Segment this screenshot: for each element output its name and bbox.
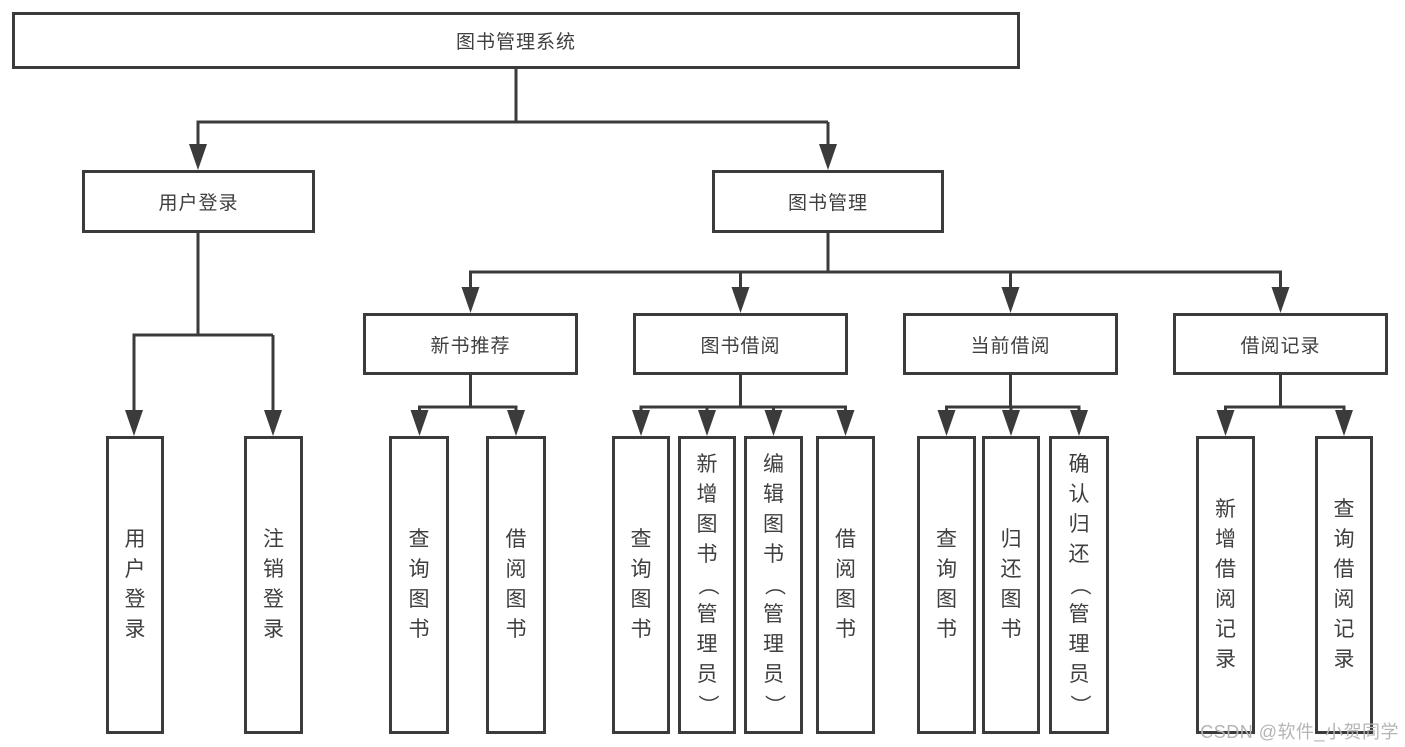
vertical-char: 录 (263, 618, 284, 641)
vertical-char: 书 (696, 543, 718, 566)
vertical-char: 编 (763, 453, 784, 476)
leaf-query-books-recommend: 查询图书 (389, 436, 449, 734)
vertical-char: 借 (1215, 558, 1236, 581)
leaf-query-books-borrow: 查询图书 (612, 436, 670, 734)
vertical-char: 增 (1215, 528, 1236, 551)
vertical-char: 图 (1000, 588, 1022, 611)
vertical-char: 阅 (1333, 588, 1355, 611)
vertical-char: 阅 (1215, 588, 1236, 611)
vertical-char: 员 (1068, 663, 1090, 686)
vertical-char: 借 (1333, 558, 1355, 581)
tree-edges (132, 68, 1346, 416)
vertical-char: （ (762, 574, 786, 596)
node-borrowing-records: 借阅记录 (1173, 313, 1388, 375)
vertical-char: 还 (1000, 558, 1022, 581)
vertical-char: 新 (696, 453, 718, 476)
vertical-char: 查 (1333, 498, 1355, 521)
vertical-char: 管 (696, 603, 718, 626)
vertical-char: 注 (263, 528, 284, 551)
vertical-char: 户 (124, 558, 146, 581)
vertical-char: 记 (1333, 618, 1355, 641)
vertical-char: 询 (408, 558, 430, 581)
vertical-char: 书 (505, 618, 527, 641)
vertical-char: 登 (124, 588, 146, 611)
vertical-char: 录 (1333, 648, 1355, 671)
leaf-add-borrow-record: 新增借阅记录 (1196, 436, 1255, 734)
vertical-char: 记 (1215, 618, 1236, 641)
vertical-char: 书 (835, 618, 856, 641)
vertical-char: 书 (936, 618, 957, 641)
vertical-char: 用 (124, 528, 146, 551)
node-book-management-system: 图书管理系统 (12, 12, 1020, 69)
vertical-char: 询 (630, 558, 652, 581)
csdn-watermark: CSDN @软件_小贺同学 (1200, 722, 1399, 742)
vertical-char: 辑 (763, 483, 784, 506)
arrowheads (125, 144, 1353, 436)
vertical-char: 书 (408, 618, 430, 641)
vertical-char: 借 (505, 528, 527, 551)
vertical-char: 书 (763, 543, 784, 566)
vertical-char: （ (1068, 574, 1091, 596)
leaf-return-books: 归还图书 (982, 436, 1040, 734)
vertical-char: 录 (1215, 648, 1236, 671)
vertical-char: 增 (696, 483, 718, 506)
vertical-char: 书 (1000, 618, 1022, 641)
leaf-borrow-books: 借阅图书 (816, 436, 875, 734)
node-new-book-recommendation: 新书推荐 (363, 313, 578, 375)
vertical-char: 归 (1000, 528, 1022, 551)
vertical-char: 阅 (835, 558, 856, 581)
node-book-management: 图书管理 (712, 170, 944, 233)
vertical-char: 查 (408, 528, 430, 551)
leaf-add-books-admin: 新增图书 （ 管理员 ） (678, 436, 736, 734)
vertical-char: 图 (408, 588, 430, 611)
vertical-char: 员 (696, 663, 718, 686)
vertical-char: 理 (696, 633, 718, 656)
vertical-char: 查 (630, 528, 652, 551)
vertical-char: 录 (124, 618, 146, 641)
node-current-borrowing: 当前借阅 (903, 313, 1118, 375)
vertical-char: 还 (1068, 543, 1090, 566)
vertical-char: 图 (505, 588, 527, 611)
vertical-char: 查 (936, 528, 957, 551)
vertical-char: 员 (763, 663, 784, 686)
leaf-user-login: 用户登录 (106, 436, 164, 734)
leaf-confirm-return-admin: 确认归还 （ 管理员 ） (1049, 436, 1109, 734)
vertical-char: 图 (763, 513, 784, 536)
vertical-char: 销 (263, 558, 284, 581)
leaf-borrow-books-recommend: 借阅图书 (486, 436, 546, 734)
vertical-char: 确 (1068, 453, 1090, 476)
node-user-login: 用户登录 (82, 170, 315, 233)
vertical-char: 管 (1068, 603, 1090, 626)
leaf-query-books-current: 查询图书 (917, 436, 976, 734)
vertical-char: 借 (835, 528, 856, 551)
vertical-char: 认 (1068, 483, 1090, 506)
vertical-char: 登 (263, 588, 284, 611)
vertical-char: 阅 (505, 558, 527, 581)
vertical-char: 图 (936, 588, 957, 611)
vertical-char: （ (696, 574, 719, 596)
vertical-char: 图 (696, 513, 718, 536)
vertical-char: 管 (763, 603, 784, 626)
vertical-char: 归 (1068, 513, 1090, 536)
vertical-char: ） (696, 694, 719, 716)
vertical-char: 理 (1068, 633, 1090, 656)
node-book-borrowing: 图书借阅 (633, 313, 848, 375)
vertical-char: 图 (835, 588, 856, 611)
leaf-query-borrow-record: 查询借阅记录 (1315, 436, 1373, 734)
leaf-logout: 注销登录 (244, 436, 303, 734)
vertical-char: 图 (630, 588, 652, 611)
vertical-char: 新 (1215, 498, 1236, 521)
vertical-char: 询 (936, 558, 957, 581)
vertical-char: 书 (630, 618, 652, 641)
vertical-char: 理 (763, 633, 784, 656)
leaf-edit-books-admin: 编辑图书 （ 管理员 ） (744, 436, 803, 734)
vertical-char: ） (1068, 694, 1091, 716)
vertical-char: 询 (1333, 528, 1355, 551)
vertical-char: ） (762, 694, 786, 716)
